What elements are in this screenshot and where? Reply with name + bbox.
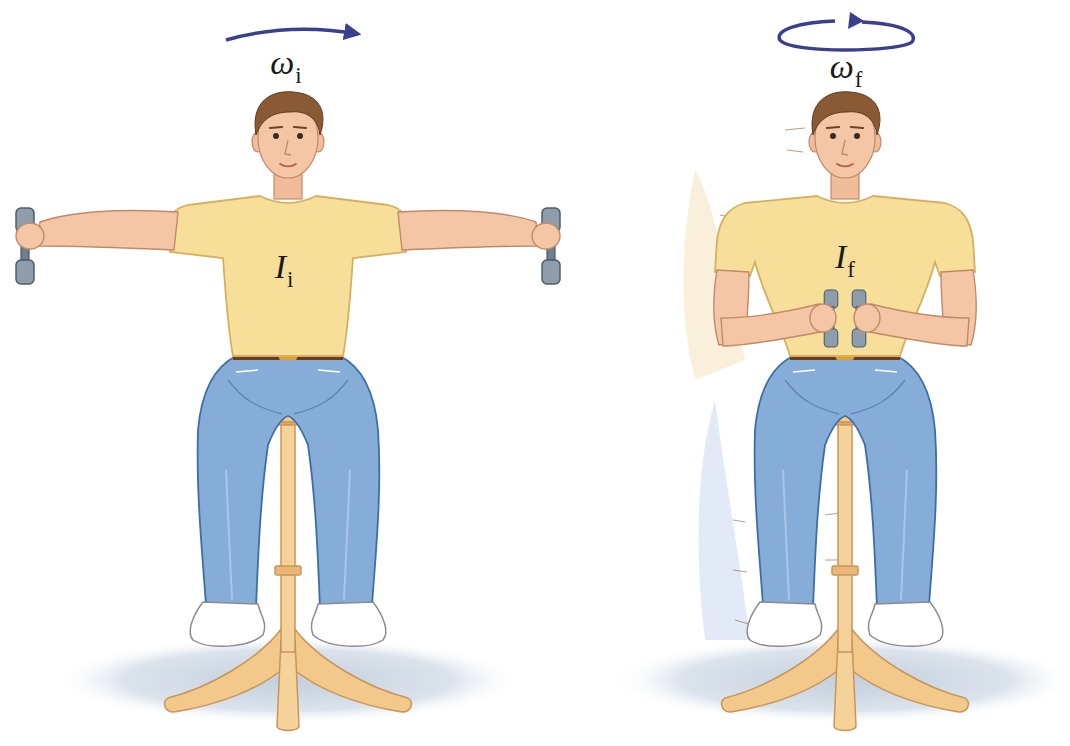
moment-of-inertia-label: Ii <box>275 250 294 284</box>
subscript: f <box>847 257 855 282</box>
symbol: I <box>835 238 846 275</box>
person-arms-in <box>610 92 1070 731</box>
subscript: i <box>295 63 301 88</box>
person-arms-out <box>16 92 560 731</box>
angular-speed-label: ωi <box>270 46 301 80</box>
subscript: f <box>855 67 863 92</box>
subscript: i <box>287 267 293 292</box>
moment-of-inertia-label: If <box>835 240 855 274</box>
symbol: I <box>275 248 286 285</box>
symbol: ω <box>830 48 854 85</box>
rotation-arrow <box>226 29 358 40</box>
symbol: ω <box>270 44 294 81</box>
angular-speed-label: ωf <box>830 50 863 84</box>
rotation-arrow <box>779 12 913 50</box>
